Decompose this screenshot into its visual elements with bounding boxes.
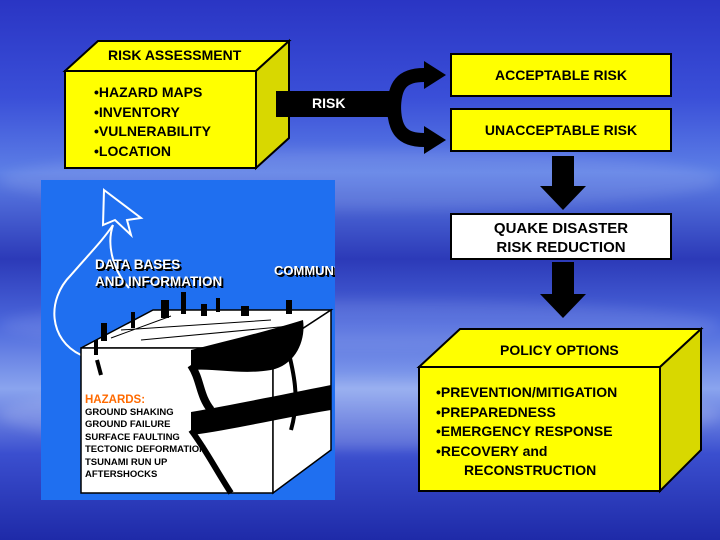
policy-options-item: •RECOVERY and — [436, 442, 548, 459]
down-arrow-icon — [540, 262, 586, 318]
risk-connector-bar — [276, 91, 392, 117]
risk-assessment-item: •INVENTORY — [94, 103, 180, 120]
policy-options-box-3d — [416, 326, 704, 494]
illustration-panel: DATA BASES AND INFORMATION COMMUNITY HAZ… — [41, 180, 335, 500]
policy-options-title: POLICY OPTIONS — [500, 342, 619, 358]
community-label: COMMUNITY — [274, 263, 335, 278]
databases-line1: DATA BASES — [95, 257, 181, 272]
databases-line2: AND INFORMATION — [95, 274, 223, 289]
hazard-item: GROUND SHAKING — [85, 407, 174, 418]
earthquake-block-illustration — [53, 188, 334, 495]
policy-options-item: •EMERGENCY RESPONSE — [436, 423, 613, 439]
acceptable-risk-box: ACCEPTABLE RISK — [450, 53, 672, 97]
quake-reduction-box: QUAKE DISASTER RISK REDUCTION — [450, 213, 672, 260]
hazard-item: AFTERSHOCKS — [85, 469, 158, 481]
risk-assessment-box-3d — [62, 38, 292, 171]
policy-options-list: •PREVENTION/MITIGATION •PREPAREDNESS •EM… — [436, 383, 617, 481]
risk-assessment-list: •HAZARD MAPS •INVENTORY •VULNERABILITY •… — [94, 83, 211, 161]
risk-assessment-title: RISK ASSESSMENT — [108, 47, 242, 63]
databases-label: DATA BASES AND INFORMATION — [95, 256, 222, 290]
hazards-list: GROUND SHAKING GROUND FAILURE SURFACE FA… — [85, 407, 206, 481]
unacceptable-risk-box: UNACCEPTABLE RISK — [450, 108, 672, 152]
acceptable-risk-label: ACCEPTABLE RISK — [495, 67, 627, 83]
hazard-item: SURFACE FAULTING — [85, 431, 180, 443]
risk-assessment-item: •LOCATION — [94, 142, 171, 159]
down-arrow-icon — [540, 156, 586, 210]
fork-arrow-icon — [387, 61, 446, 154]
hazards-title: HAZARDS: — [85, 394, 146, 406]
hazard-item: GROUND FAILURE — [85, 419, 171, 431]
risk-assessment-item: •HAZARD MAPS — [94, 84, 203, 100]
hazard-item: TSUNAMI RUN UP — [85, 456, 168, 468]
risk-label: RISK — [312, 95, 346, 111]
policy-options-item: •PREVENTION/MITIGATION — [436, 384, 618, 400]
hazard-item: TECTONIC DEFORMATION — [85, 444, 207, 456]
policy-options-item: RECONSTRUCTION — [464, 462, 597, 478]
quake-reduction-line2: RISK REDUCTION — [496, 239, 626, 256]
policy-options-item: •PREPAREDNESS — [436, 403, 556, 420]
unacceptable-risk-label: UNACCEPTABLE RISK — [484, 122, 638, 138]
risk-assessment-item: •VULNERABILITY — [94, 123, 211, 139]
quake-reduction-line1: QUAKE DISASTER — [493, 220, 629, 237]
